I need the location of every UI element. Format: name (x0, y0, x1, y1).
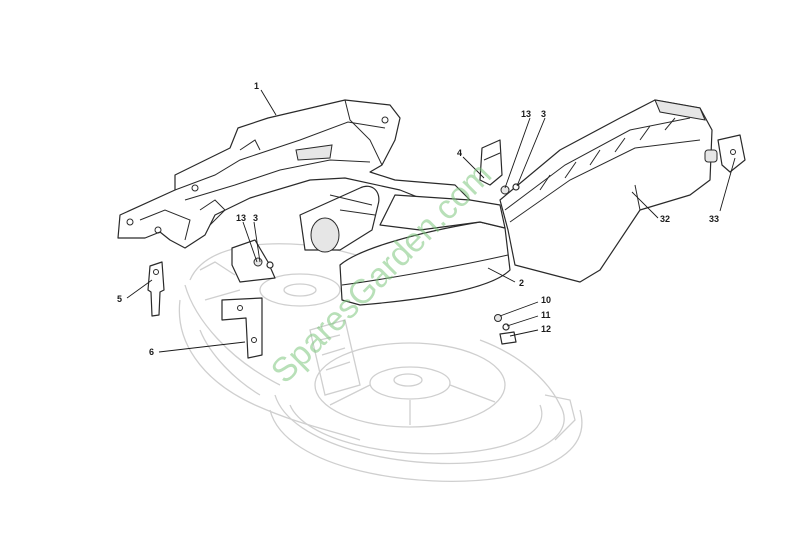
label-part-3-upper: 3 (541, 109, 546, 119)
label-part-6: 6 (149, 347, 154, 357)
part-33-bracket (704, 134, 746, 173)
label-part-3-left: 3 (253, 213, 258, 223)
part-5-bracket (147, 261, 165, 317)
part-6-bracket (221, 297, 263, 359)
label-part-5: 5 (117, 294, 122, 304)
label-part-32: 32 (660, 214, 670, 224)
label-part-11: 11 (541, 310, 551, 320)
part-13-3-fasteners-upper (500, 183, 520, 195)
label-part-33: 33 (709, 214, 719, 224)
part-32-chute (499, 99, 713, 283)
part-10-11-12-fasteners (494, 314, 517, 345)
leader-lines (126, 89, 736, 353)
label-part-2: 2 (519, 278, 524, 288)
label-part-13-left: 13 (236, 213, 246, 223)
part-2-hood (299, 185, 511, 306)
label-part-1: 1 (254, 81, 259, 91)
label-part-4: 4 (457, 148, 462, 158)
part-labels: 1 2 3 3 4 5 6 10 11 12 13 13 32 33 (117, 81, 719, 357)
label-part-13-upper: 13 (521, 109, 531, 119)
label-part-10: 10 (541, 295, 551, 305)
ghost-mower-deck (178, 243, 583, 482)
part-13-3-fasteners-left (231, 239, 276, 283)
part-1-frame (117, 99, 471, 249)
label-part-12: 12 (541, 324, 551, 334)
